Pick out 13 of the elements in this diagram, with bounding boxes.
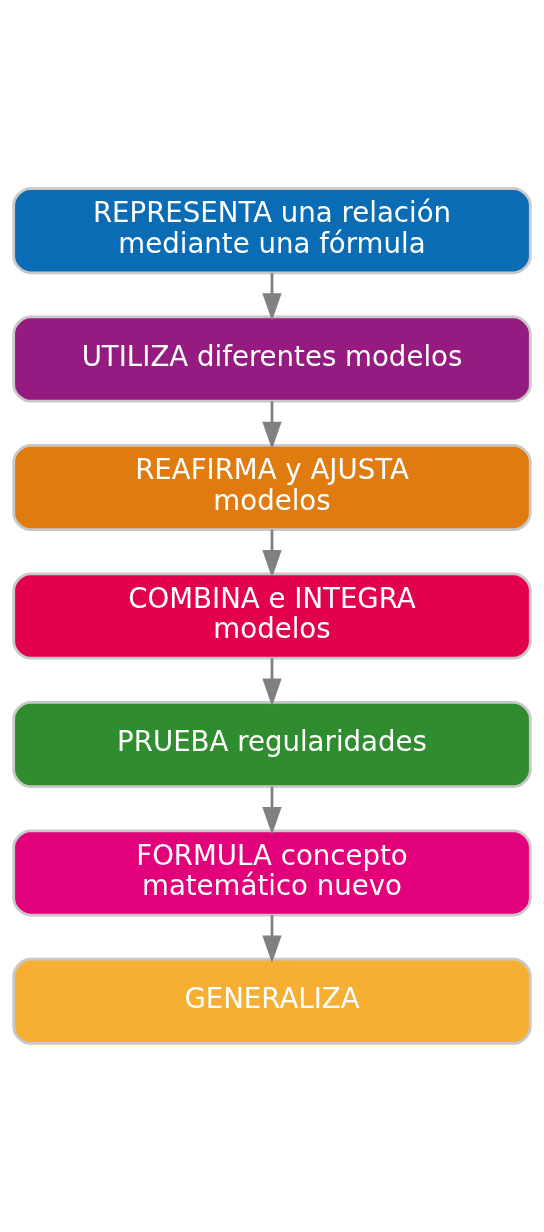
arrow [262, 786, 282, 835]
node-box: UTILIZA diferentes modelos [12, 315, 532, 403]
node-box: REAFIRMA y AJUSTA modelos [12, 444, 532, 532]
node-box: GENERALIZA [12, 957, 532, 1045]
node-box: COMBINA e INTEGRA modelos [12, 572, 532, 660]
node-box: FORMULA concepto matemático nuevo [12, 829, 532, 917]
arrow [262, 272, 282, 321]
arrow [262, 915, 282, 964]
arrow [262, 529, 282, 578]
node-box: REPRESENTA una relación mediante una fórmula [12, 187, 532, 275]
arrow [262, 401, 282, 450]
node-box: PRUEBA regularidades [12, 700, 532, 788]
arrow [262, 658, 282, 707]
